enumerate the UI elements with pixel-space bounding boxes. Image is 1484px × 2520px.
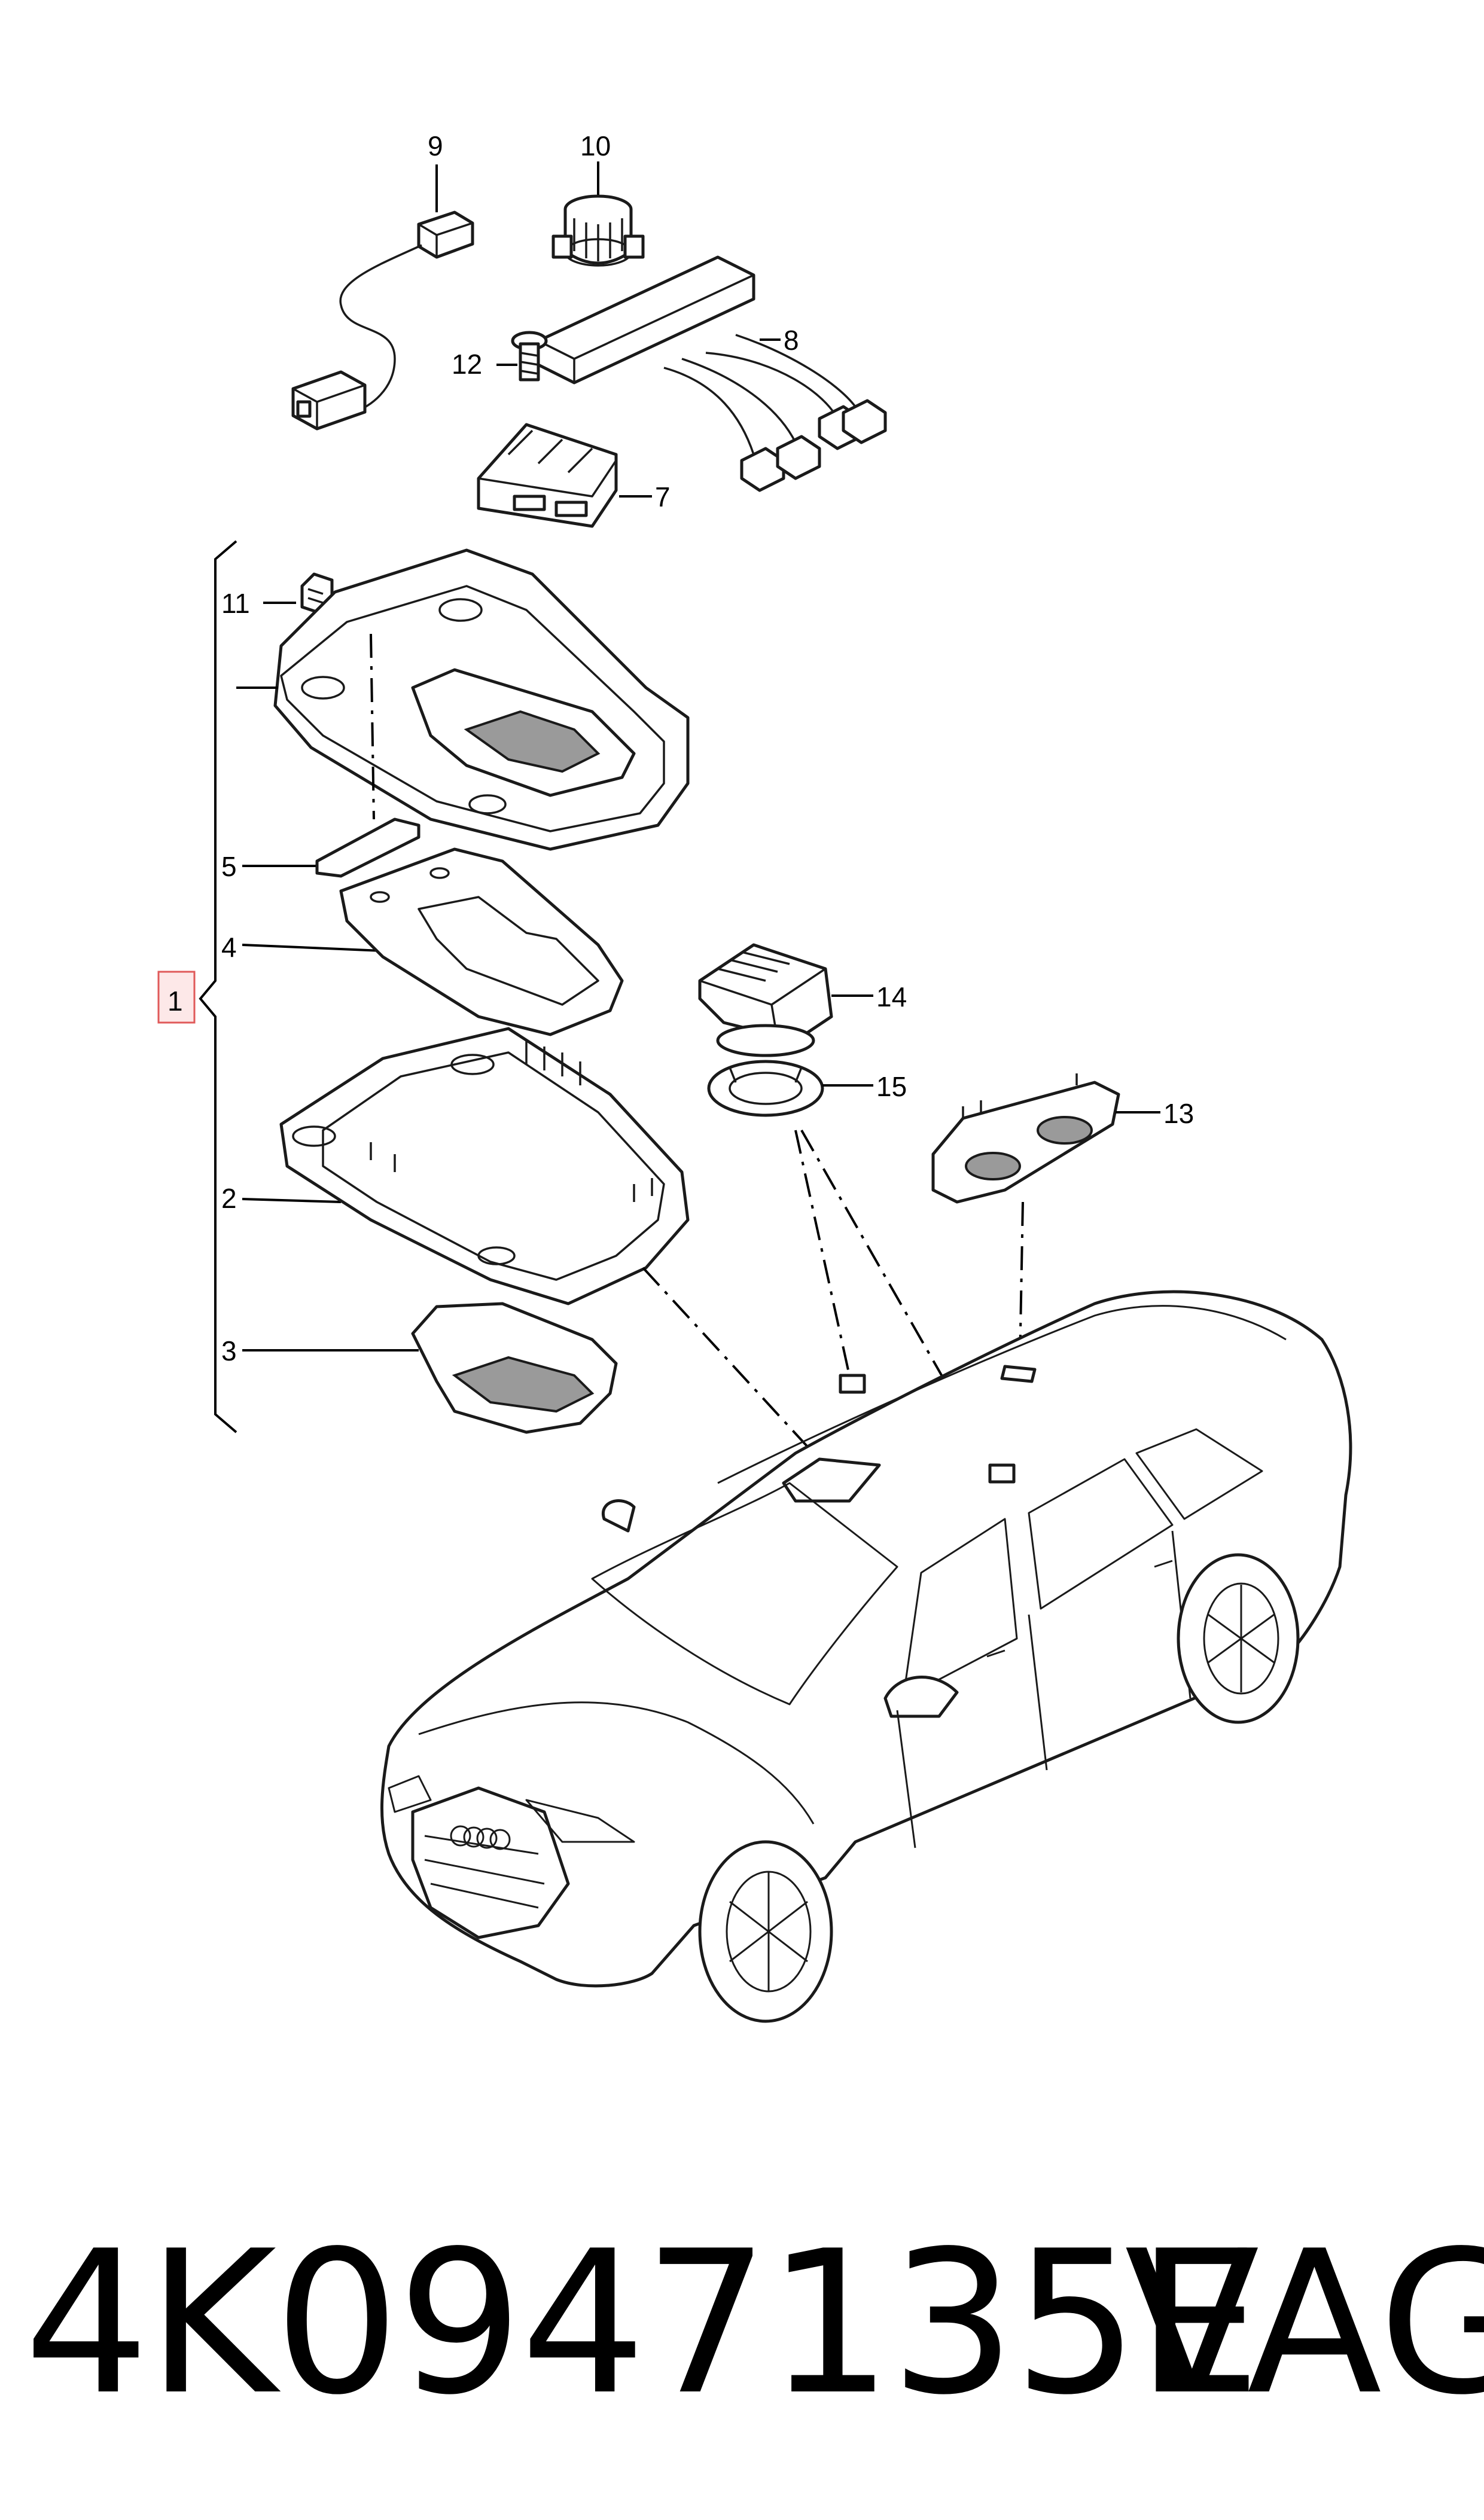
callout-8: 8 [784,325,799,356]
part-8-control-module [537,255,887,492]
part-3-lens-cover [242,1302,618,1434]
part-12-screw [496,331,548,382]
part-2-inner-frame [242,1027,690,1305]
callout-15: 15 [876,1071,907,1102]
callout-3: 3 [221,1335,237,1366]
part-7-switch-bracket [477,423,652,528]
brand-label: VAG [1125,2208,1484,2438]
callout-5: 5 [221,851,237,882]
callout-2: 2 [221,1183,237,1214]
part-roof-console-housing [236,548,690,851]
callout-9: 9 [428,130,443,161]
part-15-mounting-ring [707,1060,873,1117]
group-bracket [157,540,237,1433]
part-9-cable-harness [291,164,474,431]
callout-7: 7 [655,481,671,512]
part-number-label: 4K0947135E [24,2208,1261,2438]
callout-4: 4 [221,932,237,963]
part-4-lens-panel [242,847,624,1036]
car-illustration [380,1290,1352,2023]
callout-12: 12 [452,349,482,380]
callout-14: 14 [876,981,907,1012]
part-13-reading-lamp [931,1073,1160,1204]
part-5-trim-strip [242,633,420,878]
part-10-round-connector [551,161,645,267]
callout-10: 10 [580,130,611,161]
part-14-lamp-module [698,943,873,1057]
callout-11: 11 [221,588,250,619]
callout-1: 1 [167,986,183,1017]
callout-13: 13 [1163,1098,1194,1129]
